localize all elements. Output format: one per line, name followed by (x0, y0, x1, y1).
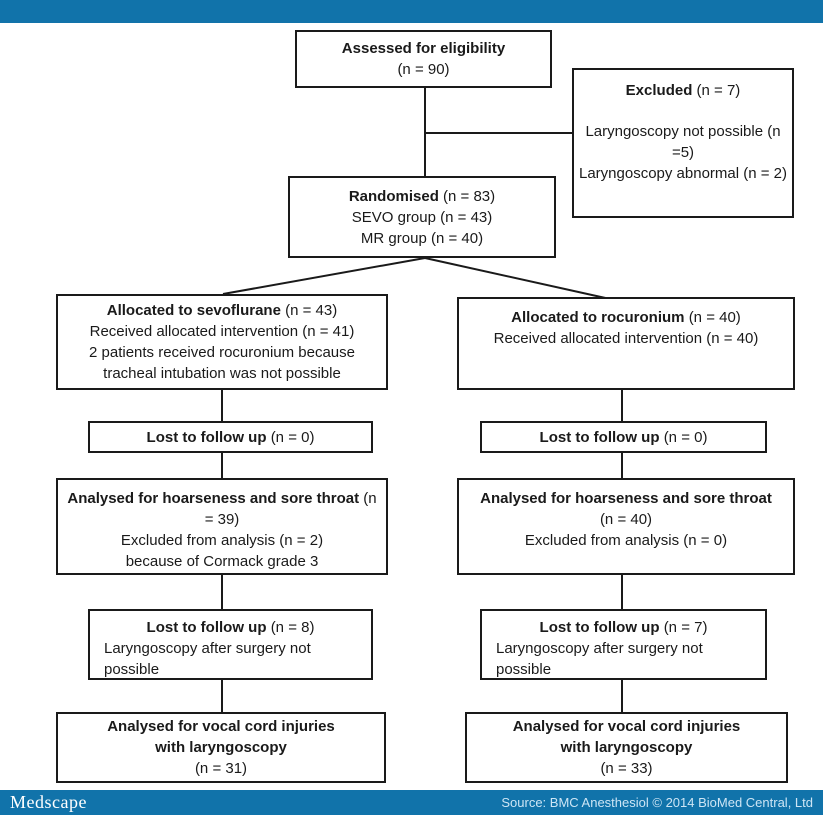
box-title: Lost to follow up (n = 7) (539, 619, 708, 636)
box-count: (n = 33) (600, 760, 653, 777)
box-title: Excluded (n = 7) (625, 82, 741, 99)
box-line: Laryngoscopy after surgery not possible (104, 640, 311, 678)
box-title: Analysed for vocal cord injuries (107, 718, 335, 735)
box-line: because of Cormack grade 3 (125, 553, 319, 570)
box-title: Allocated to rocuronium (n = 40) (511, 309, 741, 326)
footer-bar: Medscape Source: BMC Anesthesiol © 2014 … (0, 790, 823, 815)
medscape-logo: Medscape (10, 792, 87, 812)
box-count: (n = 90) (397, 61, 450, 78)
box-count: (n = 31) (194, 760, 248, 777)
box-lost-followup-right-2: Lost to follow up (n = 7) Laryngoscopy a… (480, 609, 767, 680)
box-lost-followup-left-1: Lost to follow up (n = 0) (88, 421, 373, 453)
box-title: Analysed for vocal cord injuries (512, 718, 741, 735)
box-line: Excluded from analysis (n = 2) (120, 532, 324, 549)
box-excluded: Excluded (n = 7) Laryngoscopy not possib… (572, 68, 794, 218)
box-line: MR group (n = 40) (360, 229, 484, 247)
top-brand-bar (0, 0, 823, 23)
box-line: Received allocated intervention (n = 41) (89, 323, 355, 340)
box-title: Lost to follow up (n = 8) (146, 619, 315, 636)
source-credit: Source: BMC Anesthesiol © 2014 BioMed Ce… (501, 795, 813, 810)
box-line: 2 patients received rocuronium because t… (89, 344, 355, 382)
box-lost-followup-left-2: Lost to follow up (n = 8) Laryngoscopy a… (88, 609, 373, 680)
box-assessed-eligibility: Assessed for eligibility (n = 90) (295, 30, 552, 88)
box-line: Laryngoscopy abnormal (n = 2) (578, 165, 788, 182)
box-title: Assessed for eligibility (341, 40, 506, 57)
box-line: Laryngoscopy after surgery not possible (496, 640, 703, 678)
box-title: with laryngoscopy (560, 739, 693, 756)
connector-line (424, 257, 611, 300)
box-line: Received allocated intervention (n = 40) (493, 330, 759, 347)
box-line: Laryngoscopy not possible (n =5) (585, 123, 781, 161)
box-allocated-sevoflurane: Allocated to sevoflurane (n = 43) Receiv… (56, 294, 388, 390)
box-title: Analysed for hoarseness and sore throat … (67, 490, 377, 528)
box-title: Lost to follow up (n = 0) (539, 428, 708, 446)
box-line: SEVO group (n = 43) (351, 208, 493, 226)
box-title: Randomised (n = 83) (348, 187, 496, 205)
box-analysed-hoarseness-left: Analysed for hoarseness and sore throat … (56, 478, 388, 575)
box-line: Excluded from analysis (n = 0) (524, 532, 728, 549)
box-analysed-hoarseness-right: Analysed for hoarseness and sore throat … (457, 478, 795, 575)
box-randomised: Randomised (n = 83) SEVO group (n = 43) … (288, 176, 556, 258)
connector-line (222, 257, 426, 295)
box-title: Lost to follow up (n = 0) (146, 428, 315, 446)
box-analysed-vocal-left: Analysed for vocal cord injuries with la… (56, 712, 386, 783)
box-title: with laryngoscopy (155, 739, 287, 756)
box-count: (n = 40) (599, 511, 653, 528)
box-title: Analysed for hoarseness and sore throat (480, 490, 772, 507)
box-lost-followup-right-1: Lost to follow up (n = 0) (480, 421, 767, 453)
box-title: Allocated to sevoflurane (n = 43) (106, 302, 338, 319)
box-allocated-rocuronium: Allocated to rocuronium (n = 40) Receive… (457, 297, 795, 390)
box-analysed-vocal-right: Analysed for vocal cord injuries with la… (465, 712, 788, 783)
